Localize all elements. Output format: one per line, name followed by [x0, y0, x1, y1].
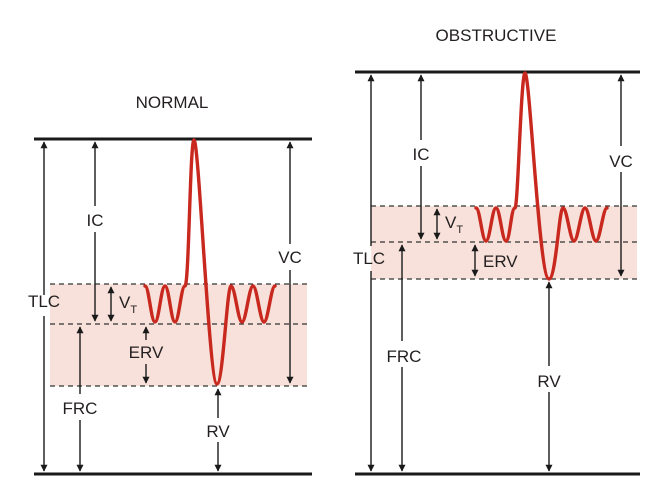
obstructive-ic-label: IC	[413, 145, 430, 164]
obstructive-frc-label: FRC	[387, 347, 422, 366]
normal-panel: NORMAL TLC IC VT ERV FRC VC RV	[28, 93, 312, 476]
normal-ic-label: IC	[87, 211, 104, 230]
obstructive-spirogram-trace	[474, 71, 609, 281]
normal-rv-label: RV	[206, 422, 230, 441]
normal-tlc-label: TLC	[28, 292, 60, 311]
normal-frc-label: FRC	[63, 399, 98, 418]
normal-spirogram-trace	[143, 138, 277, 386]
normal-frc-band	[50, 284, 307, 386]
normal-title: NORMAL	[136, 93, 209, 112]
obstructive-tlc-label: TLC	[353, 249, 385, 268]
obstructive-vc-label: VC	[609, 152, 633, 171]
obstructive-panel: OBSTRUCTIVE TLC IC VT ERV FRC VC RV	[353, 26, 640, 476]
normal-vc-label: VC	[278, 248, 302, 267]
obstructive-frc-band	[371, 206, 637, 279]
obstructive-title: OBSTRUCTIVE	[436, 26, 557, 45]
obstructive-rv-label: RV	[537, 372, 561, 391]
obstructive-vt-label: VT	[445, 213, 463, 236]
normal-vt-label: VT	[119, 293, 137, 316]
normal-erv-label: ERV	[129, 343, 164, 362]
obstructive-erv-label: ERV	[483, 252, 518, 271]
